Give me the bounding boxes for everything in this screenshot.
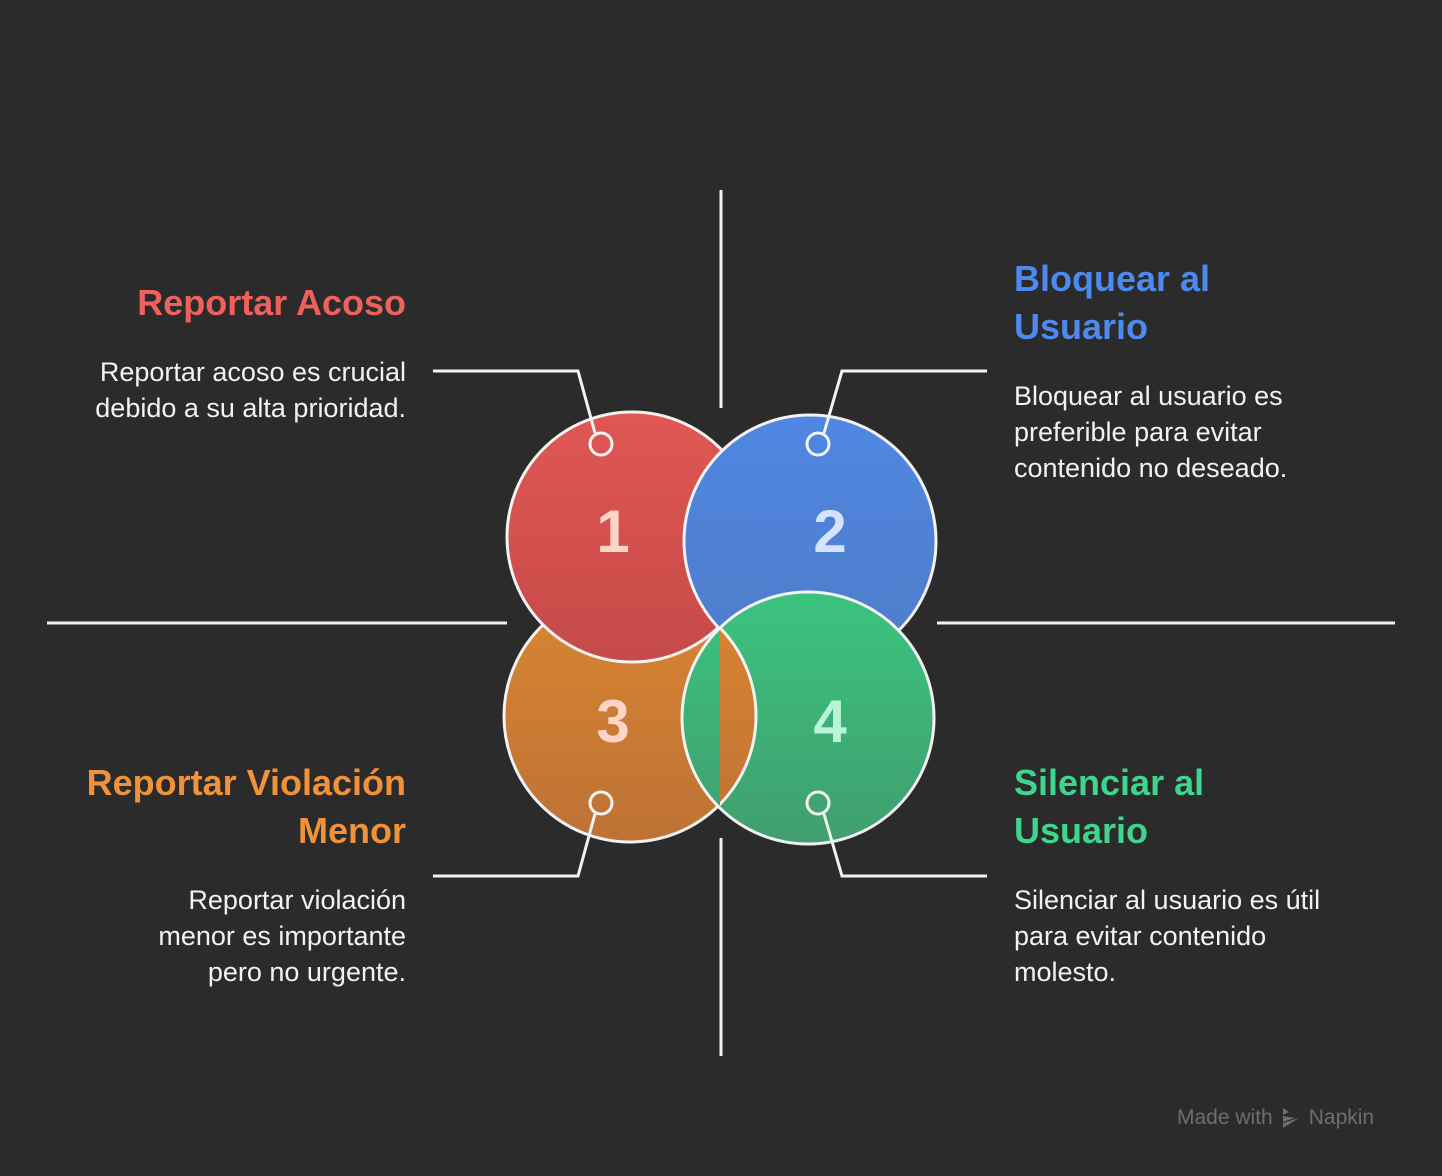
anchor-dot-1 — [588, 431, 614, 457]
connector-1 — [433, 369, 597, 434]
title-2: Bloquear al Usuario — [1014, 258, 1211, 347]
anchor-dot-4 — [805, 790, 831, 816]
watermark-prefix: Made with — [1177, 1106, 1273, 1129]
description-3: Reportar violación menor es importante p… — [158, 885, 406, 987]
anchor-dot-2 — [805, 431, 831, 457]
circle-4 — [680, 590, 936, 846]
number-2: 2 — [813, 498, 846, 565]
number-4: 4 — [813, 688, 847, 755]
connectors — [433, 369, 987, 878]
title-1: Reportar Acoso — [137, 282, 406, 323]
axis-lines — [47, 190, 1395, 1056]
title-4: Silenciar al Usuario — [1014, 762, 1205, 851]
napkin-logo-icon — [1282, 1108, 1299, 1128]
description-4: Silenciar al usuario es útil para evitar… — [1014, 885, 1321, 987]
number-1: 1 — [596, 498, 629, 565]
circle-3-overlap — [720, 625, 758, 807]
description-1: Reportar acoso es crucial debido a su al… — [95, 357, 406, 423]
watermark: Made with Napkin — [1177, 1106, 1374, 1130]
connector-4 — [822, 813, 987, 878]
anchor-dot-3 — [588, 790, 614, 816]
title-3: Reportar Violación Menor — [86, 762, 406, 851]
watermark-brand: Napkin — [1308, 1106, 1375, 1129]
connector-3 — [433, 813, 597, 878]
connector-2 — [822, 369, 987, 434]
number-3: 3 — [596, 688, 629, 755]
description-2: Bloquear al usuario es preferible para e… — [1014, 381, 1288, 483]
